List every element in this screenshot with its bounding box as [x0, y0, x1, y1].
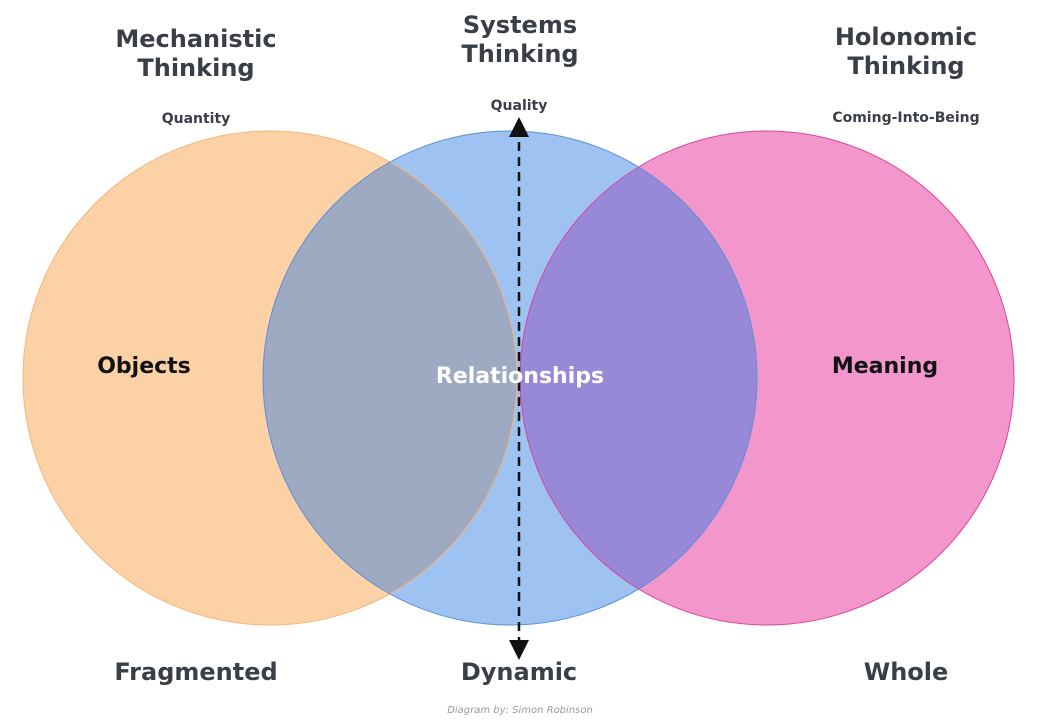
dynamic-label: Dynamic — [460, 658, 578, 686]
overlap-systems-holonomic — [520, 131, 757, 625]
quantity-label: Quantity — [161, 111, 231, 127]
quality-label: Quality — [490, 98, 548, 114]
whole-label: Whole — [863, 658, 949, 686]
systems-thinking-heading: Systems Thinking — [461, 11, 579, 68]
fragmented-label: Fragmented — [114, 658, 278, 686]
mechanistic-thinking-heading: Mechanistic Thinking — [115, 25, 277, 82]
objects-label: Objects — [97, 354, 191, 379]
coming-into-being-label: Coming-Into-Being — [832, 110, 980, 126]
relationships-label: Relationships — [435, 364, 605, 389]
holonomic-thinking-heading: Holonomic Thinking — [834, 23, 978, 80]
diagram-credit: Diagram by: Simon Robinson — [447, 705, 593, 716]
meaning-label: Meaning — [831, 354, 939, 379]
